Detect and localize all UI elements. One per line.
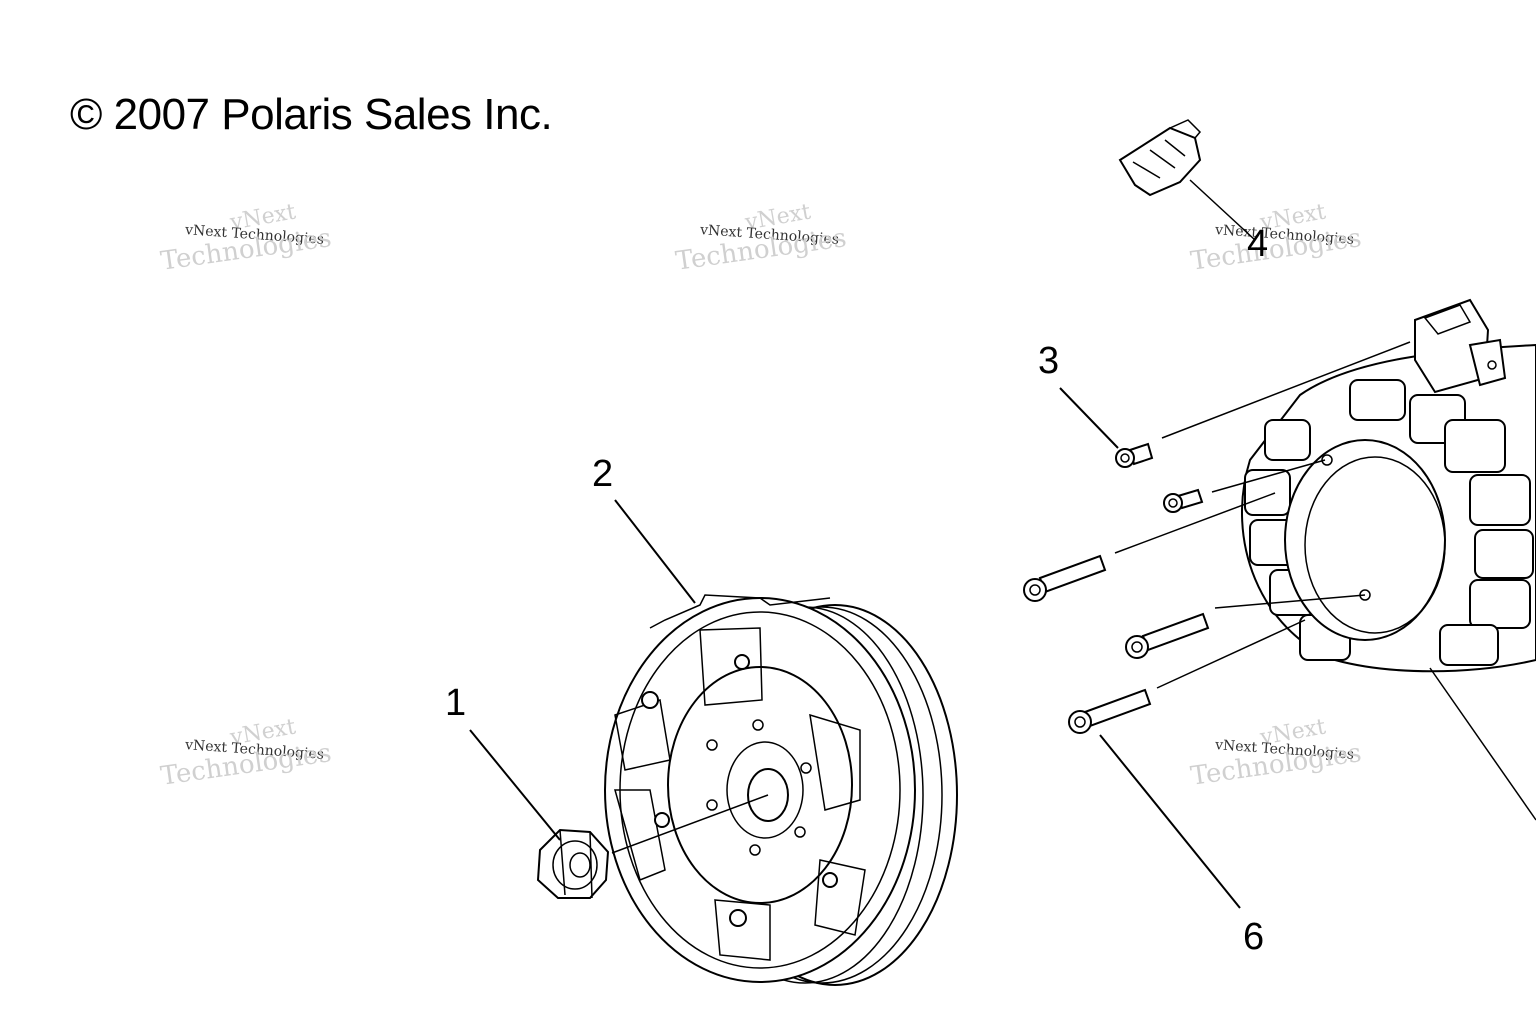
part-6-screws — [1023, 492, 1366, 734]
callout-3: 3 — [1038, 340, 1060, 382]
stator-assembly — [1241, 298, 1536, 821]
part-4-clip — [1118, 119, 1256, 241]
callout-2: 2 — [592, 453, 614, 495]
part-3-screws — [1115, 341, 1411, 513]
callout-1: 1 — [445, 682, 467, 724]
copyright-notice: © 2007 Polaris Sales Inc. — [70, 90, 553, 139]
part-1-flange-nut — [536, 794, 769, 899]
leader-lines — [469, 387, 1241, 909]
part-2-flywheel — [604, 594, 958, 986]
callout-4: 4 — [1247, 223, 1269, 265]
callout-6: 6 — [1243, 916, 1265, 958]
